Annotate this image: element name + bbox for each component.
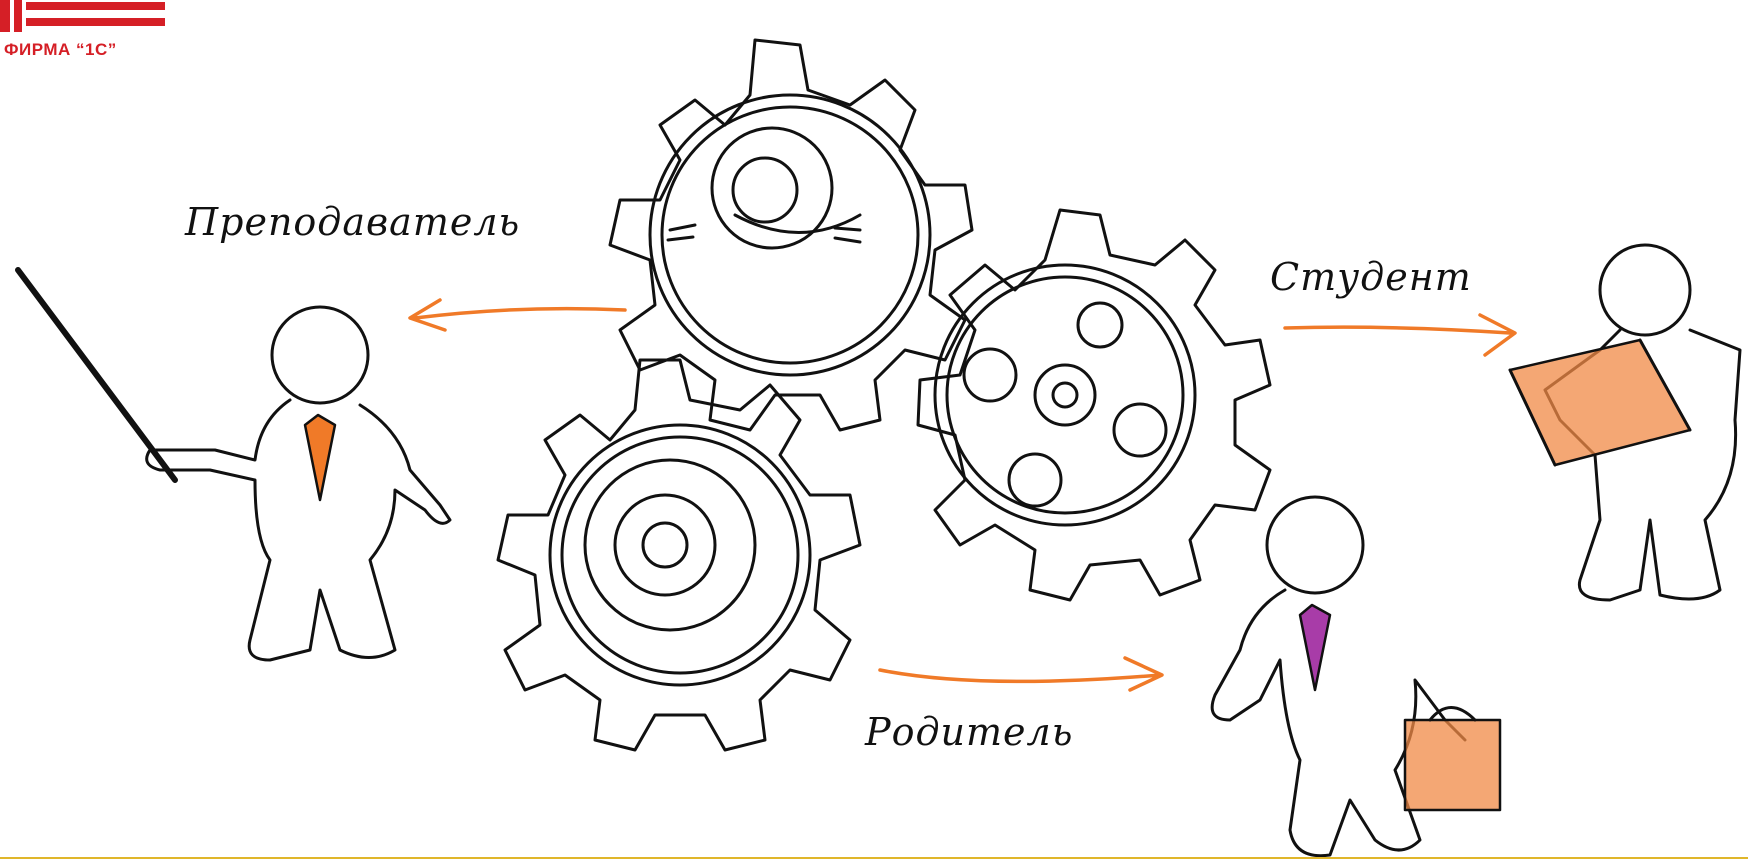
gear-left-icon [496, 358, 862, 752]
parent-figure [1210, 495, 1502, 858]
role-label-teacher: Преподаватель [185, 200, 521, 244]
bottom-divider [0, 857, 1748, 859]
logo-caption: ФИРМА “1С” [4, 40, 117, 59]
company-logo: ФИРМА “1С” [0, 0, 170, 60]
logo-1c-mark [0, 0, 165, 32]
teacher-figure [15, 267, 452, 662]
gear-top-icon [608, 38, 974, 432]
gear-right-icon [916, 208, 1272, 602]
student-figure [1508, 243, 1742, 602]
arrow-to-student [1283, 313, 1517, 357]
arrow-to-teacher [408, 298, 627, 332]
arrows [408, 298, 1517, 692]
arrow-to-parent [878, 656, 1164, 692]
role-label-student: Студент [1270, 255, 1472, 299]
role-label-parent: Родитель [865, 710, 1074, 754]
